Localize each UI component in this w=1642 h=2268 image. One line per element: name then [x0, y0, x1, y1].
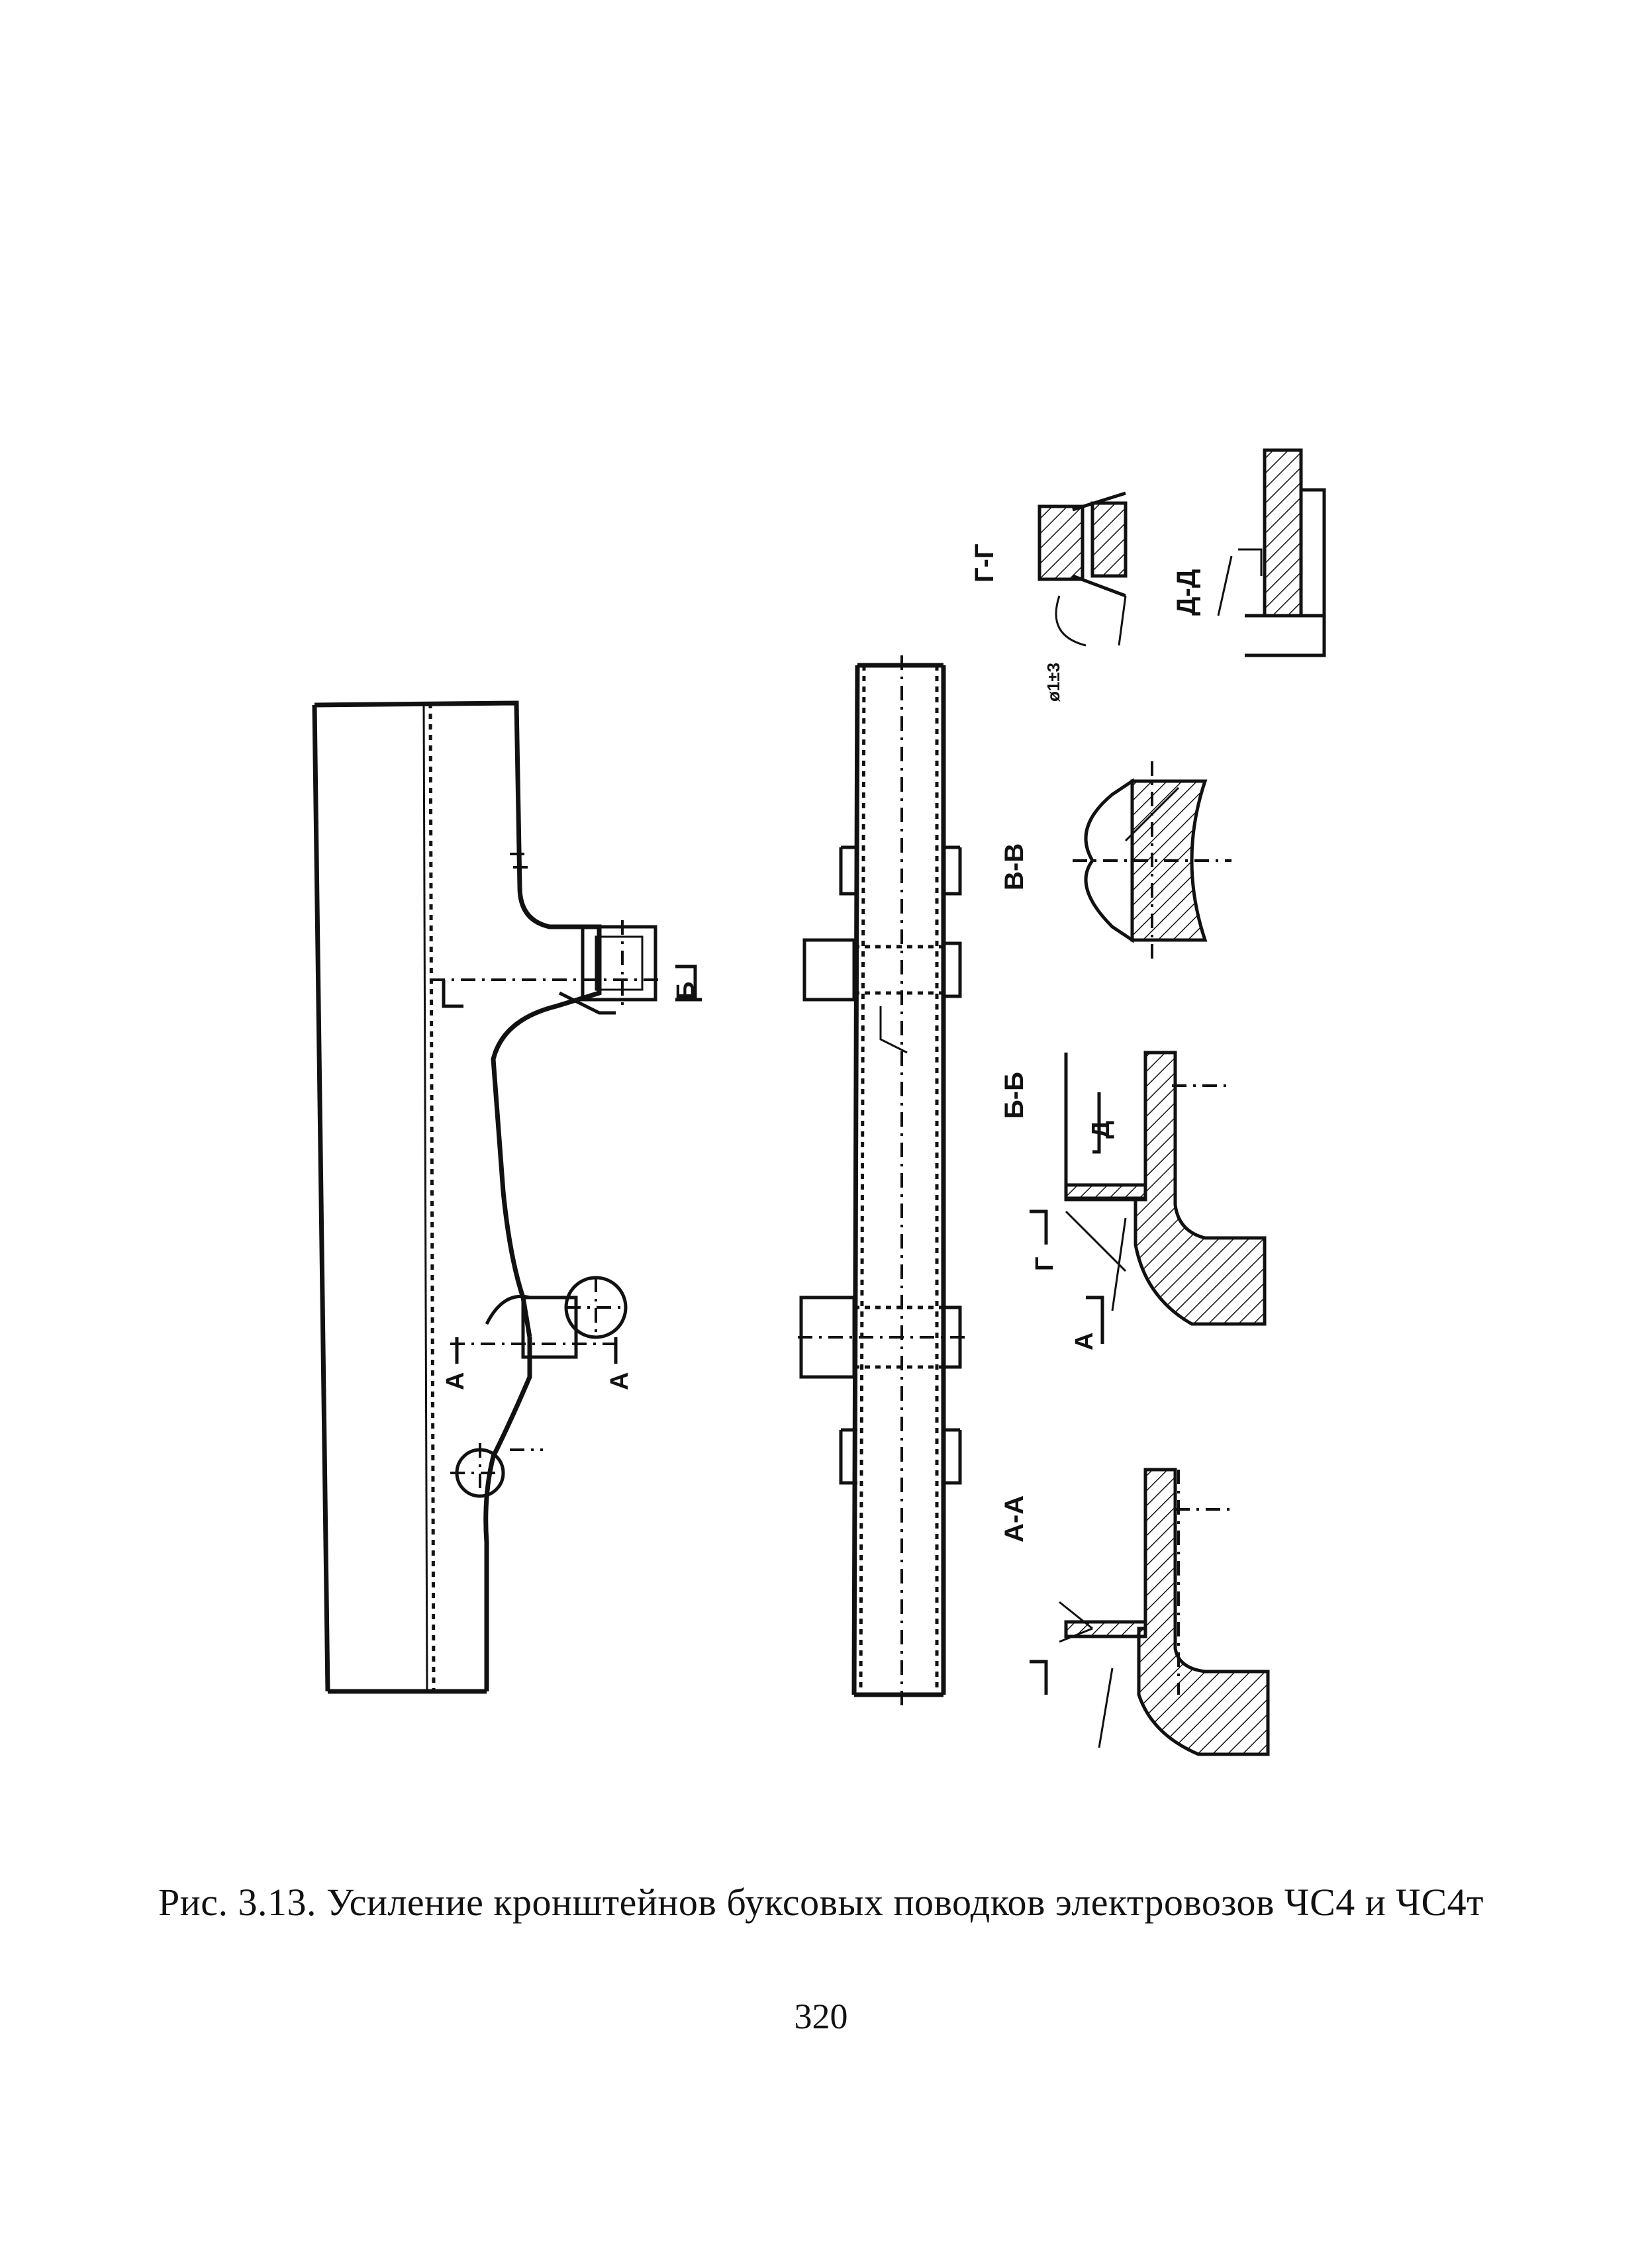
label-d-d: Д-Д: [1172, 569, 1201, 616]
label-b-b: Б-Б: [1000, 1072, 1029, 1119]
section-d-d: Д-Д: [1172, 448, 1326, 657]
cut-marker-d: Д: [1087, 1121, 1115, 1139]
figure-caption: Рис. 3.13. Усиление кронштейнов буксовых…: [158, 1881, 1484, 1924]
side-view-beam: [312, 700, 702, 1694]
cut-marker-a-left: А: [442, 1372, 469, 1390]
cut-marker-g: Г: [1031, 1256, 1059, 1271]
plan-view-beam: [798, 655, 967, 1708]
label-a-a: А-А: [1000, 1495, 1029, 1542]
section-g-g: Г-Г ø1±3: [970, 491, 1128, 702]
cut-marker-a-right: А: [606, 1372, 634, 1390]
cut-marker-a-section: А: [1071, 1333, 1098, 1350]
label-g-g: Г-Г: [970, 543, 999, 583]
page-number: 320: [794, 1997, 848, 2036]
svg-text:ø1±3: ø1±3: [1043, 663, 1063, 702]
section-v-v: В-В: [1000, 761, 1232, 960]
section-b-b: Б-Б: [1000, 1051, 1267, 1344]
cut-marker-b: Б: [672, 982, 700, 1000]
section-a-a: А-А: [1000, 1468, 1270, 1756]
label-v-v: В-В: [1000, 843, 1029, 890]
